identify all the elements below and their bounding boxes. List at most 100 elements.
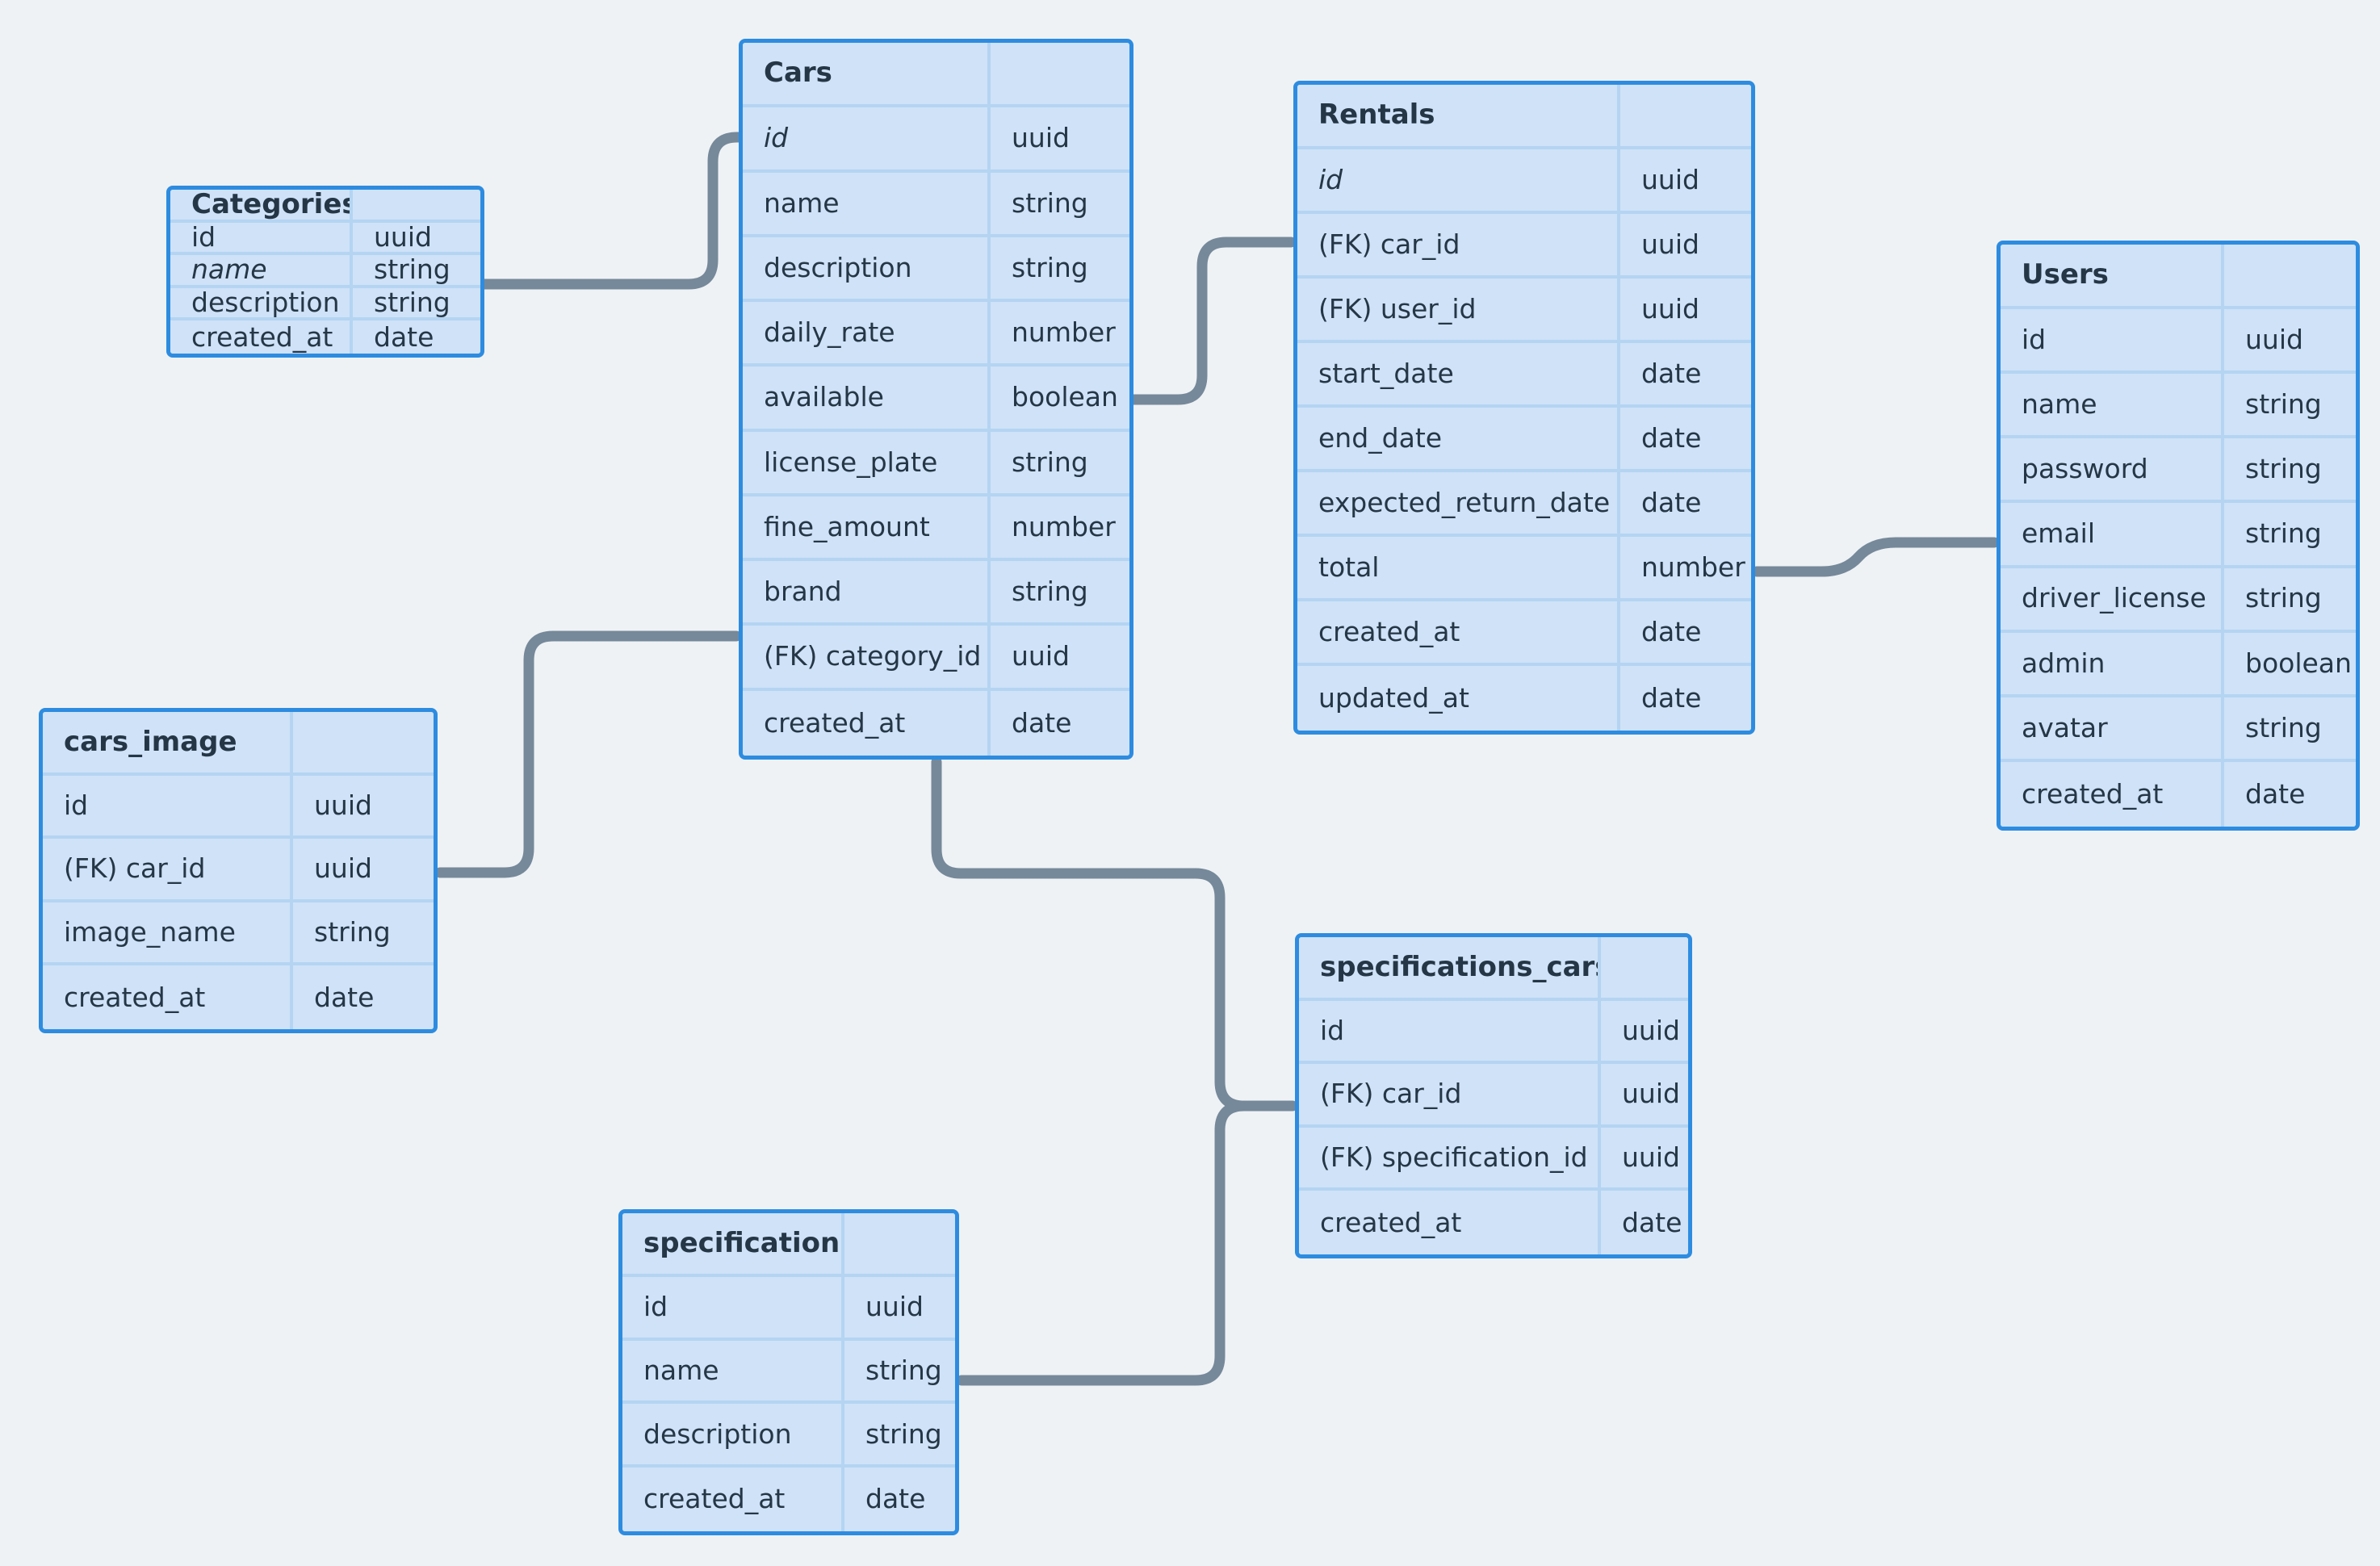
field-name: brand [743,561,991,623]
entity-title: specifications_cars [1299,937,1601,998]
field-type: string [293,902,434,963]
connector-cars-specificationscars [931,756,1298,1112]
entity-header-cars: Cars [743,43,1129,108]
field-type: string [844,1404,955,1465]
field-name: (FK) specification_id [1299,1127,1601,1188]
connector-rentals-users [1751,537,2000,577]
entity-title: Categories [170,190,353,220]
field-name: end_date [1297,408,1620,469]
field-name: id [743,107,991,170]
field-type: date [844,1468,955,1531]
field-name: created_at [1299,1191,1601,1254]
field-type: string [2224,503,2356,565]
field-name: name [622,1340,844,1401]
field-name: driver_license [2001,567,2224,630]
connector-categories-cars [479,132,747,290]
field-name: (FK) category_id [743,626,991,688]
field-type: number [1620,537,1751,598]
entity-title: Rentals [1297,85,1620,146]
field-type: uuid [991,626,1129,688]
field-type: uuid [1601,1064,1688,1124]
field-type: uuid [1620,214,1751,275]
field-type: string [844,1340,955,1401]
entity-title: Cars [743,43,991,105]
field-name: name [743,172,991,234]
field-name: updated_at [1297,666,1620,731]
connector-carsimage-cars [434,630,742,878]
field-type: uuid [844,1276,955,1338]
entity-title: cars_image [43,712,293,773]
field-type: uuid [1601,1000,1688,1061]
field-type: string [353,287,480,318]
connector-specifications-specificationscars [956,1100,1250,1386]
field-type: number [991,496,1129,559]
field-name: created_at [622,1468,844,1531]
field-name: total [1297,537,1620,598]
field-name: id [622,1276,844,1338]
entity-title-type-spacer [2224,245,2356,307]
entity-title-type-spacer [1620,85,1751,146]
entity-title: specifications [622,1213,844,1274]
field-name: description [622,1404,844,1465]
field-type: uuid [1620,149,1751,211]
entity-title-type-spacer [844,1213,955,1274]
field-type: date [991,690,1129,756]
entity-title-type-spacer [353,190,480,220]
field-type: date [2224,761,2356,827]
field-name: name [170,255,353,285]
field-name: description [170,287,353,318]
field-type: string [2224,438,2356,500]
field-type: boolean [2224,632,2356,694]
